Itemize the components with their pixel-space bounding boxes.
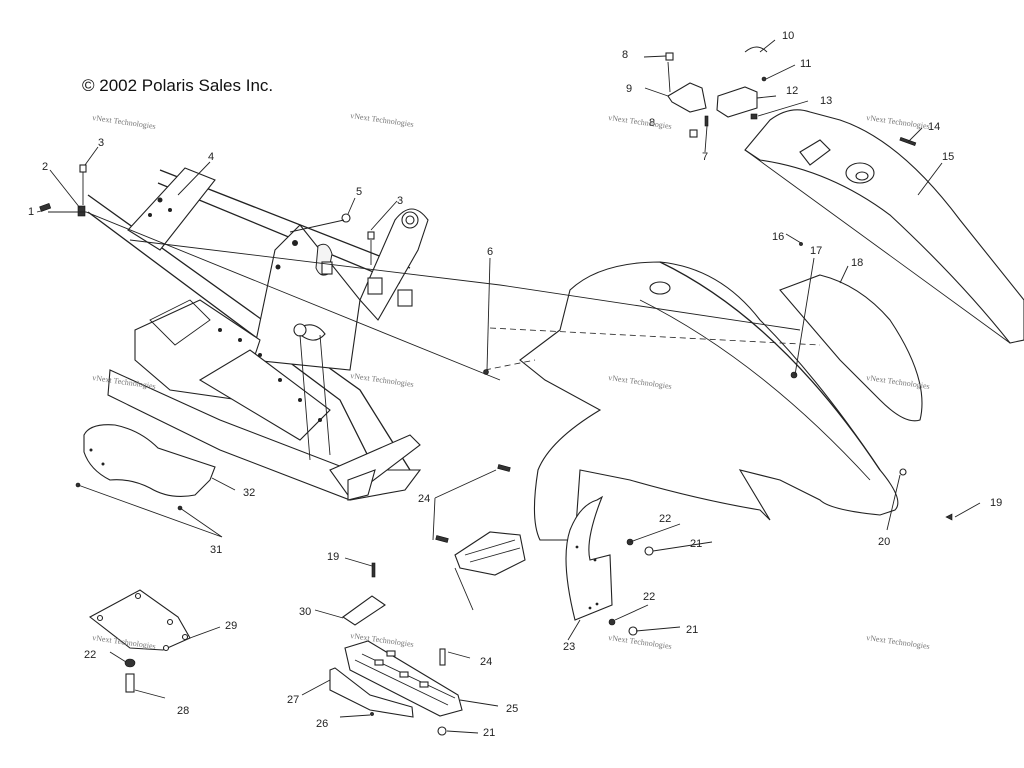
bolt-24-icon	[497, 464, 511, 472]
callout-14: 14	[928, 121, 940, 133]
footrest-bracket	[435, 464, 526, 666]
callout-22: 22	[659, 513, 671, 525]
taillight-12-icon	[716, 86, 758, 118]
callout-16: 16	[772, 231, 784, 243]
screw-1-icon	[39, 203, 52, 212]
callout-4: 4	[208, 151, 214, 163]
bolt-28-icon	[125, 673, 135, 693]
rivet-19-icon	[945, 513, 953, 521]
pin-19-icon	[371, 562, 376, 578]
callout-5: 5	[356, 186, 362, 198]
nut-3-icon	[79, 164, 87, 173]
frame-assembly	[87, 167, 429, 501]
callout-labels: 1 2 3 3 4 5 6 7 8 8 9 10 11 12 13 14 15 …	[28, 30, 1002, 739]
footrest-25	[329, 562, 463, 736]
bracket-9-icon	[667, 82, 707, 113]
bolt-24c-icon	[439, 648, 446, 666]
fender-panel-18-icon	[779, 274, 923, 422]
callout-15: 15	[942, 151, 954, 163]
callout-6: 6	[487, 246, 493, 258]
callout-24: 24	[480, 656, 492, 668]
washer-22b-icon	[608, 618, 616, 626]
rivet-16-icon	[799, 242, 803, 246]
callout-32: 32	[243, 487, 255, 499]
callout-3: 3	[397, 195, 403, 207]
callout-17: 17	[810, 245, 822, 257]
screw-11-icon	[761, 76, 767, 82]
bolt-24b-icon	[435, 535, 449, 543]
callout-18: 18	[851, 257, 863, 269]
frame-hardware	[39, 164, 375, 240]
watermark: vNext Technologies	[608, 633, 673, 651]
callout-7: 7	[702, 151, 708, 163]
callout-25: 25	[506, 703, 518, 715]
callout-12: 12	[786, 85, 798, 97]
callout-21: 21	[686, 624, 698, 636]
callout-21: 21	[483, 727, 495, 739]
callout-24: 24	[418, 493, 430, 505]
side-panel-32	[75, 424, 216, 511]
rivet-20-icon	[899, 468, 907, 476]
watermark: vNext Technologies	[608, 113, 673, 131]
nut-8-icon	[665, 52, 674, 61]
watermark: vNext Technologies	[866, 113, 931, 131]
screw-26-icon	[370, 712, 374, 716]
callout-22: 22	[643, 591, 655, 603]
callout-20: 20	[878, 536, 890, 548]
callout-29: 29	[225, 620, 237, 632]
callout-28: 28	[177, 705, 189, 717]
callout-21: 21	[690, 538, 702, 550]
clip-2-icon	[77, 205, 86, 217]
rear-fender-15	[744, 109, 1024, 344]
callout-30: 30	[299, 606, 311, 618]
nut-21c-icon	[437, 726, 447, 736]
guard-27-icon	[329, 667, 414, 718]
wire-10-icon	[744, 46, 768, 53]
callout-31: 31	[210, 544, 222, 556]
callout-23: 23	[563, 641, 575, 653]
callout-26: 26	[316, 718, 328, 730]
callout-2: 2	[42, 161, 48, 173]
washer-5-icon	[341, 213, 351, 223]
front-fender	[483, 261, 953, 541]
nut-21-icon	[644, 546, 654, 556]
callout-8: 8	[649, 117, 655, 129]
callout-1: 1	[28, 206, 34, 218]
callout-27: 27	[287, 694, 299, 706]
screw-7-icon	[704, 115, 709, 127]
copyright-notice: © 2002 Polaris Sales Inc.	[82, 76, 274, 95]
nut-3b-icon	[367, 231, 375, 240]
callout-8: 8	[622, 49, 628, 61]
nut-8b-icon	[689, 129, 698, 138]
mud-flap-23	[565, 495, 654, 636]
watermark: vNext Technologies	[350, 111, 415, 129]
washer-22c-icon	[124, 658, 136, 668]
callout-3: 3	[98, 137, 104, 149]
strip-30-icon	[342, 595, 386, 626]
taillight-assembly	[665, 46, 917, 246]
callout-10: 10	[782, 30, 794, 42]
leader-lines	[36, 39, 981, 734]
callout-19: 19	[327, 551, 339, 563]
watermark: vNext Technologies	[350, 371, 415, 389]
watermark: vNext Technologies	[92, 113, 157, 131]
callout-9: 9	[626, 83, 632, 95]
nut-21b-icon	[628, 626, 638, 636]
grommet-13-icon	[750, 113, 758, 120]
screw-17-icon	[790, 371, 798, 379]
screw-14-icon	[899, 136, 917, 147]
callout-13: 13	[820, 95, 832, 107]
callout-19: 19	[990, 497, 1002, 509]
callout-11: 11	[800, 58, 811, 70]
callout-22: 22	[84, 649, 96, 661]
watermark: vNext Technologies	[866, 633, 931, 651]
